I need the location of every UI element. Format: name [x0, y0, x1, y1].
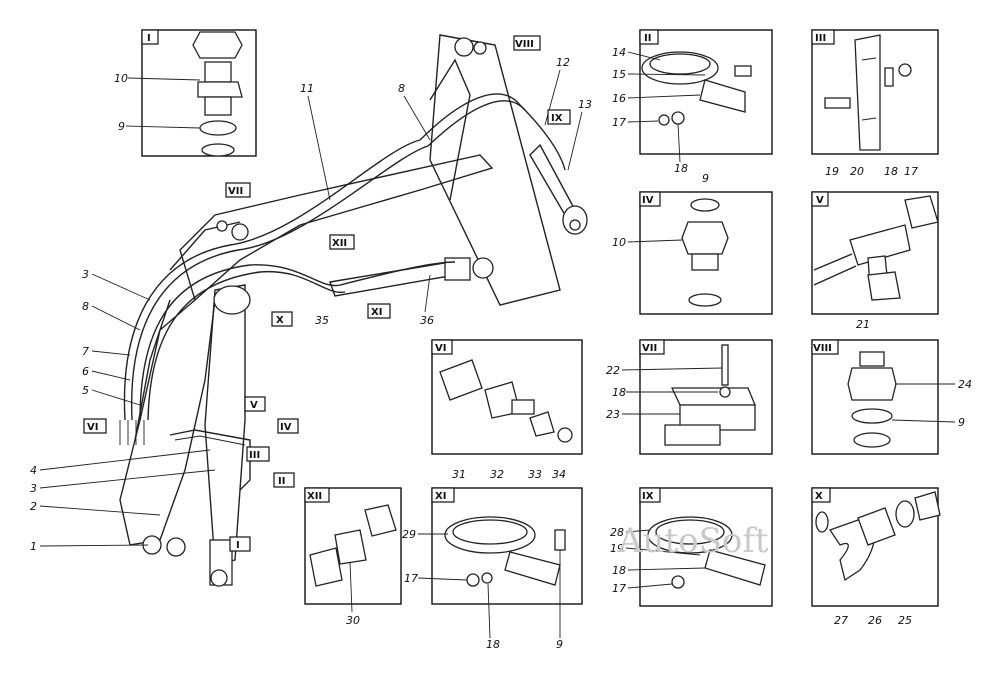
detail-panel-III: III 19 20 18 17 [811, 29, 939, 178]
panel-title: VII [642, 343, 657, 354]
panel-title: IV [642, 195, 654, 206]
label-18: 18 [674, 162, 688, 175]
tag-I: I [236, 540, 240, 551]
detail-panel-I: I 10 9 [114, 29, 257, 157]
callout-2: 2 [30, 500, 37, 513]
callout-36: 36 [420, 314, 434, 327]
panel-title: X [815, 491, 823, 502]
tag-VI: VI [87, 422, 98, 433]
callouts: 1 2 3 4 5 6 7 8 3 11 8 12 13 35 36 [30, 56, 592, 553]
label-27: 27 [834, 614, 848, 627]
detail-panel-XII: XII 30 [304, 487, 402, 627]
label-15: 15 [612, 68, 626, 81]
callout-8b: 8 [398, 82, 405, 95]
label-34: 34 [552, 468, 566, 481]
detail-panel-VII: VII 22 18 23 [606, 339, 773, 455]
panel-title: VIII [813, 343, 832, 354]
panel-title: I [147, 33, 151, 44]
boom-assembly [119, 34, 588, 587]
callout-3a: 3 [82, 268, 89, 281]
label-17: 17 [612, 582, 626, 595]
label-17: 17 [404, 572, 418, 585]
callout-11: 11 [300, 82, 314, 95]
label-23: 23 [606, 408, 620, 421]
label-29: 29 [402, 528, 416, 541]
tag-XII: XII [332, 238, 347, 249]
watermark: AutoSoft [617, 521, 769, 561]
callout-13: 13 [578, 98, 592, 111]
detail-panel-IX: IX 28 19 18 17 [610, 487, 773, 607]
label-9: 9 [958, 416, 965, 429]
panel-title: IX [642, 491, 654, 502]
detail-panel-XI: XI 29 17 18 9 [402, 487, 583, 651]
callout-12: 12 [556, 56, 570, 69]
label-16: 16 [612, 92, 626, 105]
tag-III: III [249, 450, 260, 461]
detail-panel-X: X 27 26 25 [811, 487, 941, 627]
callout-4: 4 [30, 464, 37, 477]
label-17: 17 [904, 165, 918, 178]
label-10: 10 [612, 236, 626, 249]
detail-panel-VIII: VIII 24 9 [811, 339, 972, 455]
label-17: 17 [612, 116, 626, 129]
label-24: 24 [958, 378, 972, 391]
tag-II: II [278, 476, 285, 487]
panel-title: II [644, 33, 651, 44]
label-14: 14 [612, 46, 626, 59]
label-9: 9 [702, 172, 709, 185]
label-21: 21 [856, 318, 870, 331]
tag-V: V [250, 400, 258, 411]
tag-IX: IX [551, 113, 563, 124]
callout-1: 1 [30, 540, 37, 553]
tag-VII: VII [228, 186, 243, 197]
label-26: 26 [868, 614, 882, 627]
tag-X: X [276, 315, 284, 326]
label-25: 25 [898, 614, 912, 627]
label-22: 22 [606, 364, 620, 377]
callout-6: 6 [82, 365, 89, 378]
label-18: 18 [612, 564, 626, 577]
callout-5: 5 [82, 384, 89, 397]
callout-35: 35 [315, 314, 329, 327]
label-28: 28 [610, 526, 624, 539]
detail-panel-IV: IV 9 10 [612, 172, 773, 315]
detail-panel-V: V 21 [811, 191, 939, 331]
panel-title: XII [307, 491, 322, 502]
roman-tags: I II III IV V VI VII VIII IX X XI XII [83, 35, 571, 552]
label-18: 18 [486, 638, 500, 651]
panel-title: III [815, 33, 826, 44]
detail-panel-II: II 14 15 16 17 18 [612, 29, 773, 175]
callout-8a: 8 [82, 300, 89, 313]
label-32: 32 [490, 468, 504, 481]
label-20: 20 [850, 165, 864, 178]
panel-title: VI [435, 343, 446, 354]
label-9: 9 [556, 638, 563, 651]
label-19: 19 [610, 542, 624, 555]
label-31: 31 [452, 468, 466, 481]
callout-3b: 3 [30, 482, 37, 495]
label-10: 10 [114, 72, 128, 85]
callout-7: 7 [82, 345, 89, 358]
tag-VIII: VIII [515, 39, 534, 50]
label-9: 9 [118, 120, 125, 133]
tag-IV: IV [280, 422, 292, 433]
tag-XI: XI [371, 307, 382, 318]
label-19: 19 [825, 165, 839, 178]
label-30: 30 [346, 614, 360, 627]
panel-title: V [816, 195, 824, 206]
label-33: 33 [528, 468, 542, 481]
detail-panel-VI: VI 31 32 33 34 [431, 339, 583, 481]
label-18: 18 [612, 386, 626, 399]
panel-title: XI [435, 491, 446, 502]
label-18: 18 [884, 165, 898, 178]
